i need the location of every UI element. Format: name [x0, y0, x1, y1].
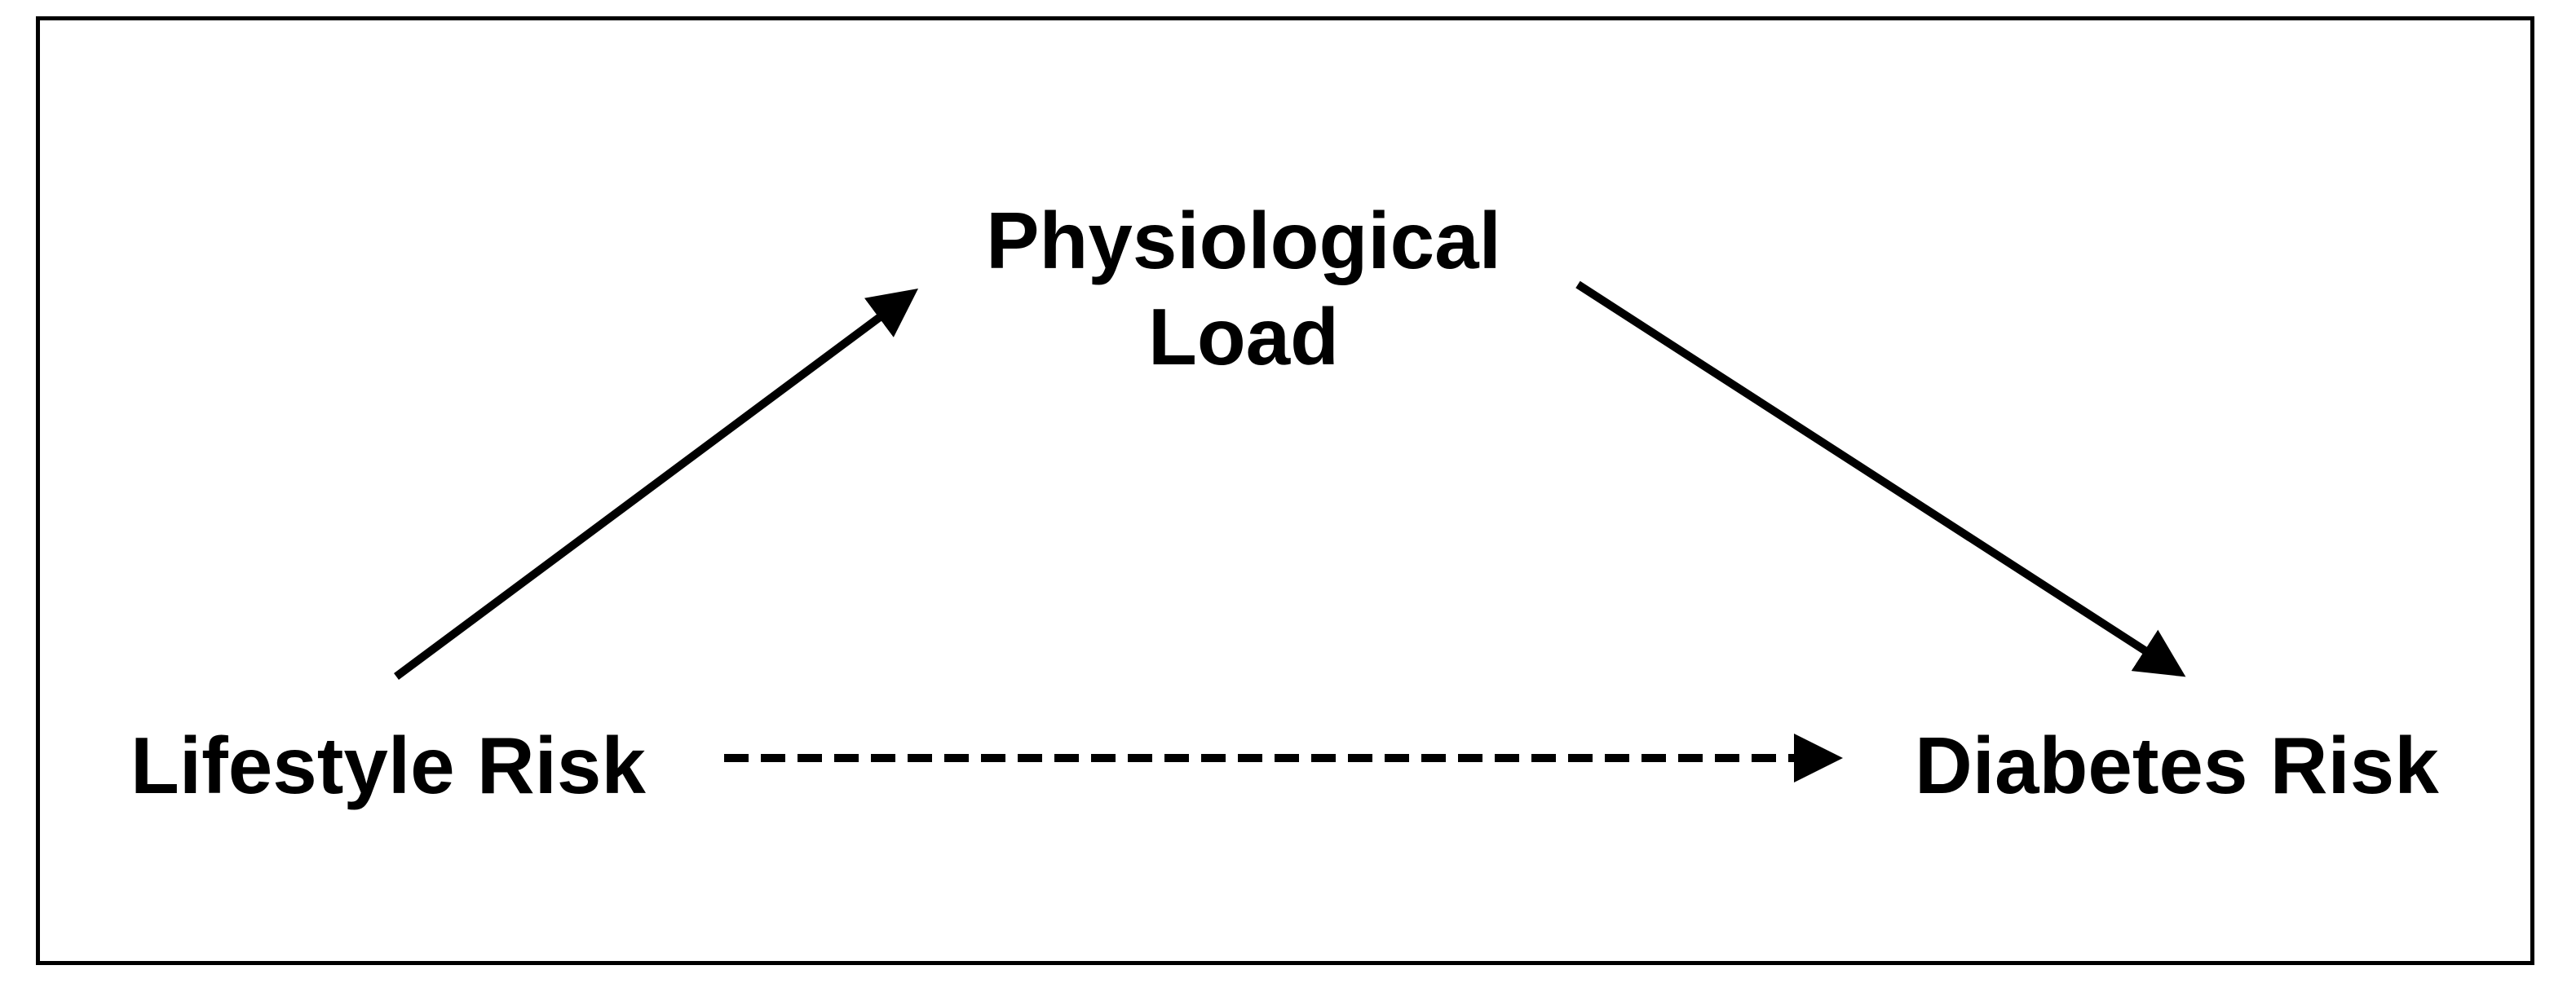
node-lifestyle-risk: Lifestyle Risk — [130, 721, 646, 810]
node-physiological-load-line1: Physiological — [986, 196, 1501, 285]
node-diabetes-risk: Diabetes Risk — [1915, 721, 2439, 810]
edge-lifestyle-to-physiological — [394, 289, 919, 681]
node-physiological-load: Physiological Load — [897, 192, 1590, 385]
node-physiological-load-line2: Load — [1147, 292, 1340, 381]
diagram-frame — [36, 16, 2534, 965]
edge-physiological-to-diabetes — [1575, 280, 2186, 677]
